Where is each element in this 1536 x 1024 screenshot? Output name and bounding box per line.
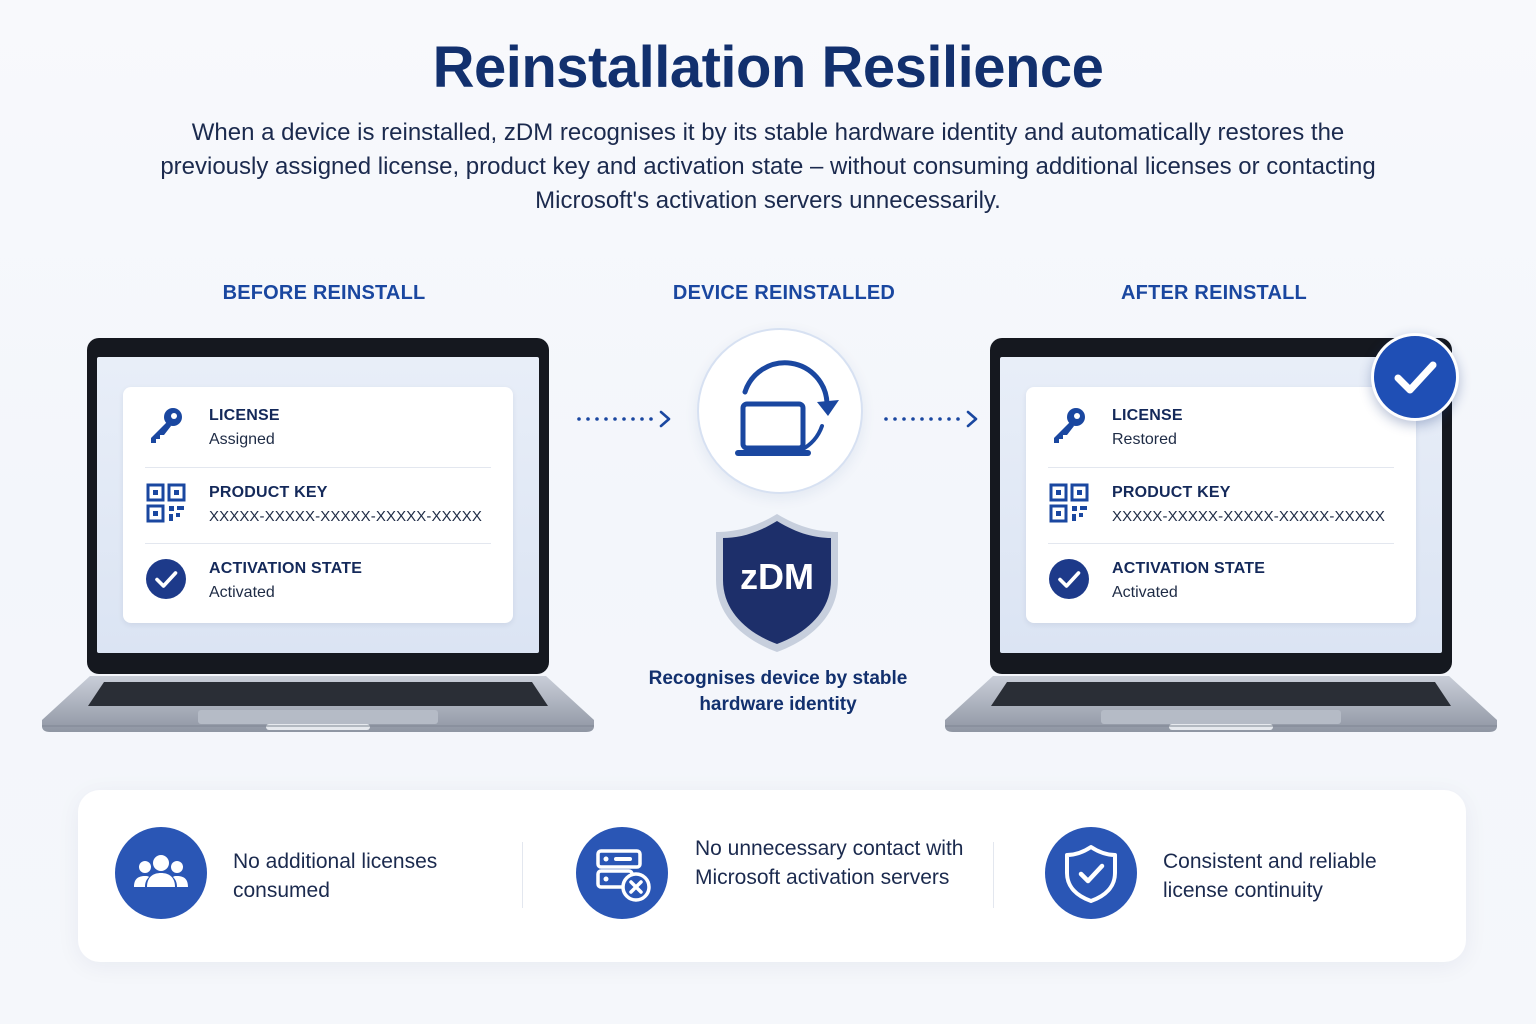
check-circle-icon (145, 558, 187, 600)
license-label: LICENSE (209, 407, 280, 424)
key-icon (145, 405, 187, 447)
benefit-text-licenses: No additional licenses consumed (233, 850, 438, 902)
license-row: LICENSE Restored (1048, 387, 1394, 463)
activation-label: ACTIVATION STATE (1112, 560, 1266, 577)
divider (522, 842, 523, 908)
license-card-before: LICENSE Assigned PRODUCT KEY XXXXX-XXXXX… (123, 387, 513, 623)
stage-label-middle: DEVICE REINSTALLED (672, 282, 896, 304)
stage-label-before: BEFORE REINSTALL (222, 282, 426, 304)
license-value: Assigned (209, 431, 275, 448)
product-key-value: XXXXX-XXXXX-XXXXX-XXXXX-XXXXX (209, 508, 483, 525)
product-key-row: PRODUCT KEY XXXXX-XXXXX-XXXXX-XXXXX-XXXX… (145, 464, 491, 540)
key-icon (1048, 405, 1090, 447)
laptop-lid: LICENSE Assigned PRODUCT KEY XXXXX-XXXXX… (87, 338, 549, 674)
page-title: Reinstallation Resilience (432, 35, 1104, 100)
laptop-screen: LICENSE Assigned PRODUCT KEY XXXXX-XXXXX… (97, 357, 539, 653)
divider (993, 842, 994, 908)
arrow-right-icon (575, 410, 673, 428)
license-value: Restored (1112, 431, 1177, 448)
license-card-after: LICENSE Restored PRODUCT KEY XXXXX-XXXXX… (1026, 387, 1416, 623)
divider (145, 543, 491, 544)
shield-check-icon (1045, 827, 1137, 919)
checkmark-icon (1394, 361, 1437, 394)
laptop-screen: LICENSE Restored PRODUCT KEY XXXXX-XXXXX… (1000, 357, 1442, 653)
activation-label: ACTIVATION STATE (209, 560, 363, 577)
success-check-badge (1371, 333, 1459, 421)
laptop-base-before (38, 672, 598, 734)
reinstall-sync-badge (697, 328, 863, 494)
laptop-lid: LICENSE Restored PRODUCT KEY XXXXX-XXXXX… (990, 338, 1452, 674)
laptop-before: LICENSE Assigned PRODUCT KEY XXXXX-XXXXX… (87, 338, 549, 674)
activation-row: ACTIVATION STATE Activated (1048, 540, 1394, 616)
laptop-after: LICENSE Restored PRODUCT KEY XXXXX-XXXXX… (990, 338, 1452, 674)
benefit-text-continuity: Consistent and reliable license continui… (1163, 850, 1377, 902)
product-key-label: PRODUCT KEY (1112, 484, 1231, 501)
laptop-sync-icon (735, 360, 839, 456)
divider (1048, 467, 1394, 468)
check-circle-icon (1048, 558, 1090, 600)
divider (145, 467, 491, 468)
users-group-icon (115, 827, 207, 919)
benefit-text-activation: No unnecessary contact with Microsoft ac… (695, 837, 964, 889)
qr-code-icon (1048, 482, 1090, 524)
product-key-value: XXXXX-XXXXX-XXXXX-XXXXX-XXXXX (1112, 508, 1386, 525)
activation-row: ACTIVATION STATE Activated (145, 540, 491, 616)
server-blocked-icon (576, 827, 668, 919)
license-label: LICENSE (1112, 407, 1183, 424)
center-caption: Recognises device by stable hardware ide… (648, 668, 908, 715)
product-key-row: PRODUCT KEY XXXXX-XXXXX-XXXXX-XXXXX-XXXX… (1048, 464, 1394, 540)
benefits-panel: No additional licenses consumed No unnec… (78, 790, 1466, 962)
stage-label-after: AFTER REINSTALL (1121, 282, 1307, 304)
zdm-shield-icon (716, 514, 838, 652)
activation-value: Activated (209, 584, 275, 601)
page-subtitle: When a device is reinstalled, zDM recogn… (160, 119, 1376, 214)
product-key-label: PRODUCT KEY (209, 484, 328, 501)
license-row: LICENSE Assigned (145, 387, 491, 463)
activation-value: Activated (1112, 584, 1178, 601)
laptop-base-after (941, 672, 1501, 734)
divider (1048, 543, 1394, 544)
qr-code-icon (145, 482, 187, 524)
arrow-right-icon (882, 410, 980, 428)
zdm-logo-text: zDM (740, 556, 814, 597)
